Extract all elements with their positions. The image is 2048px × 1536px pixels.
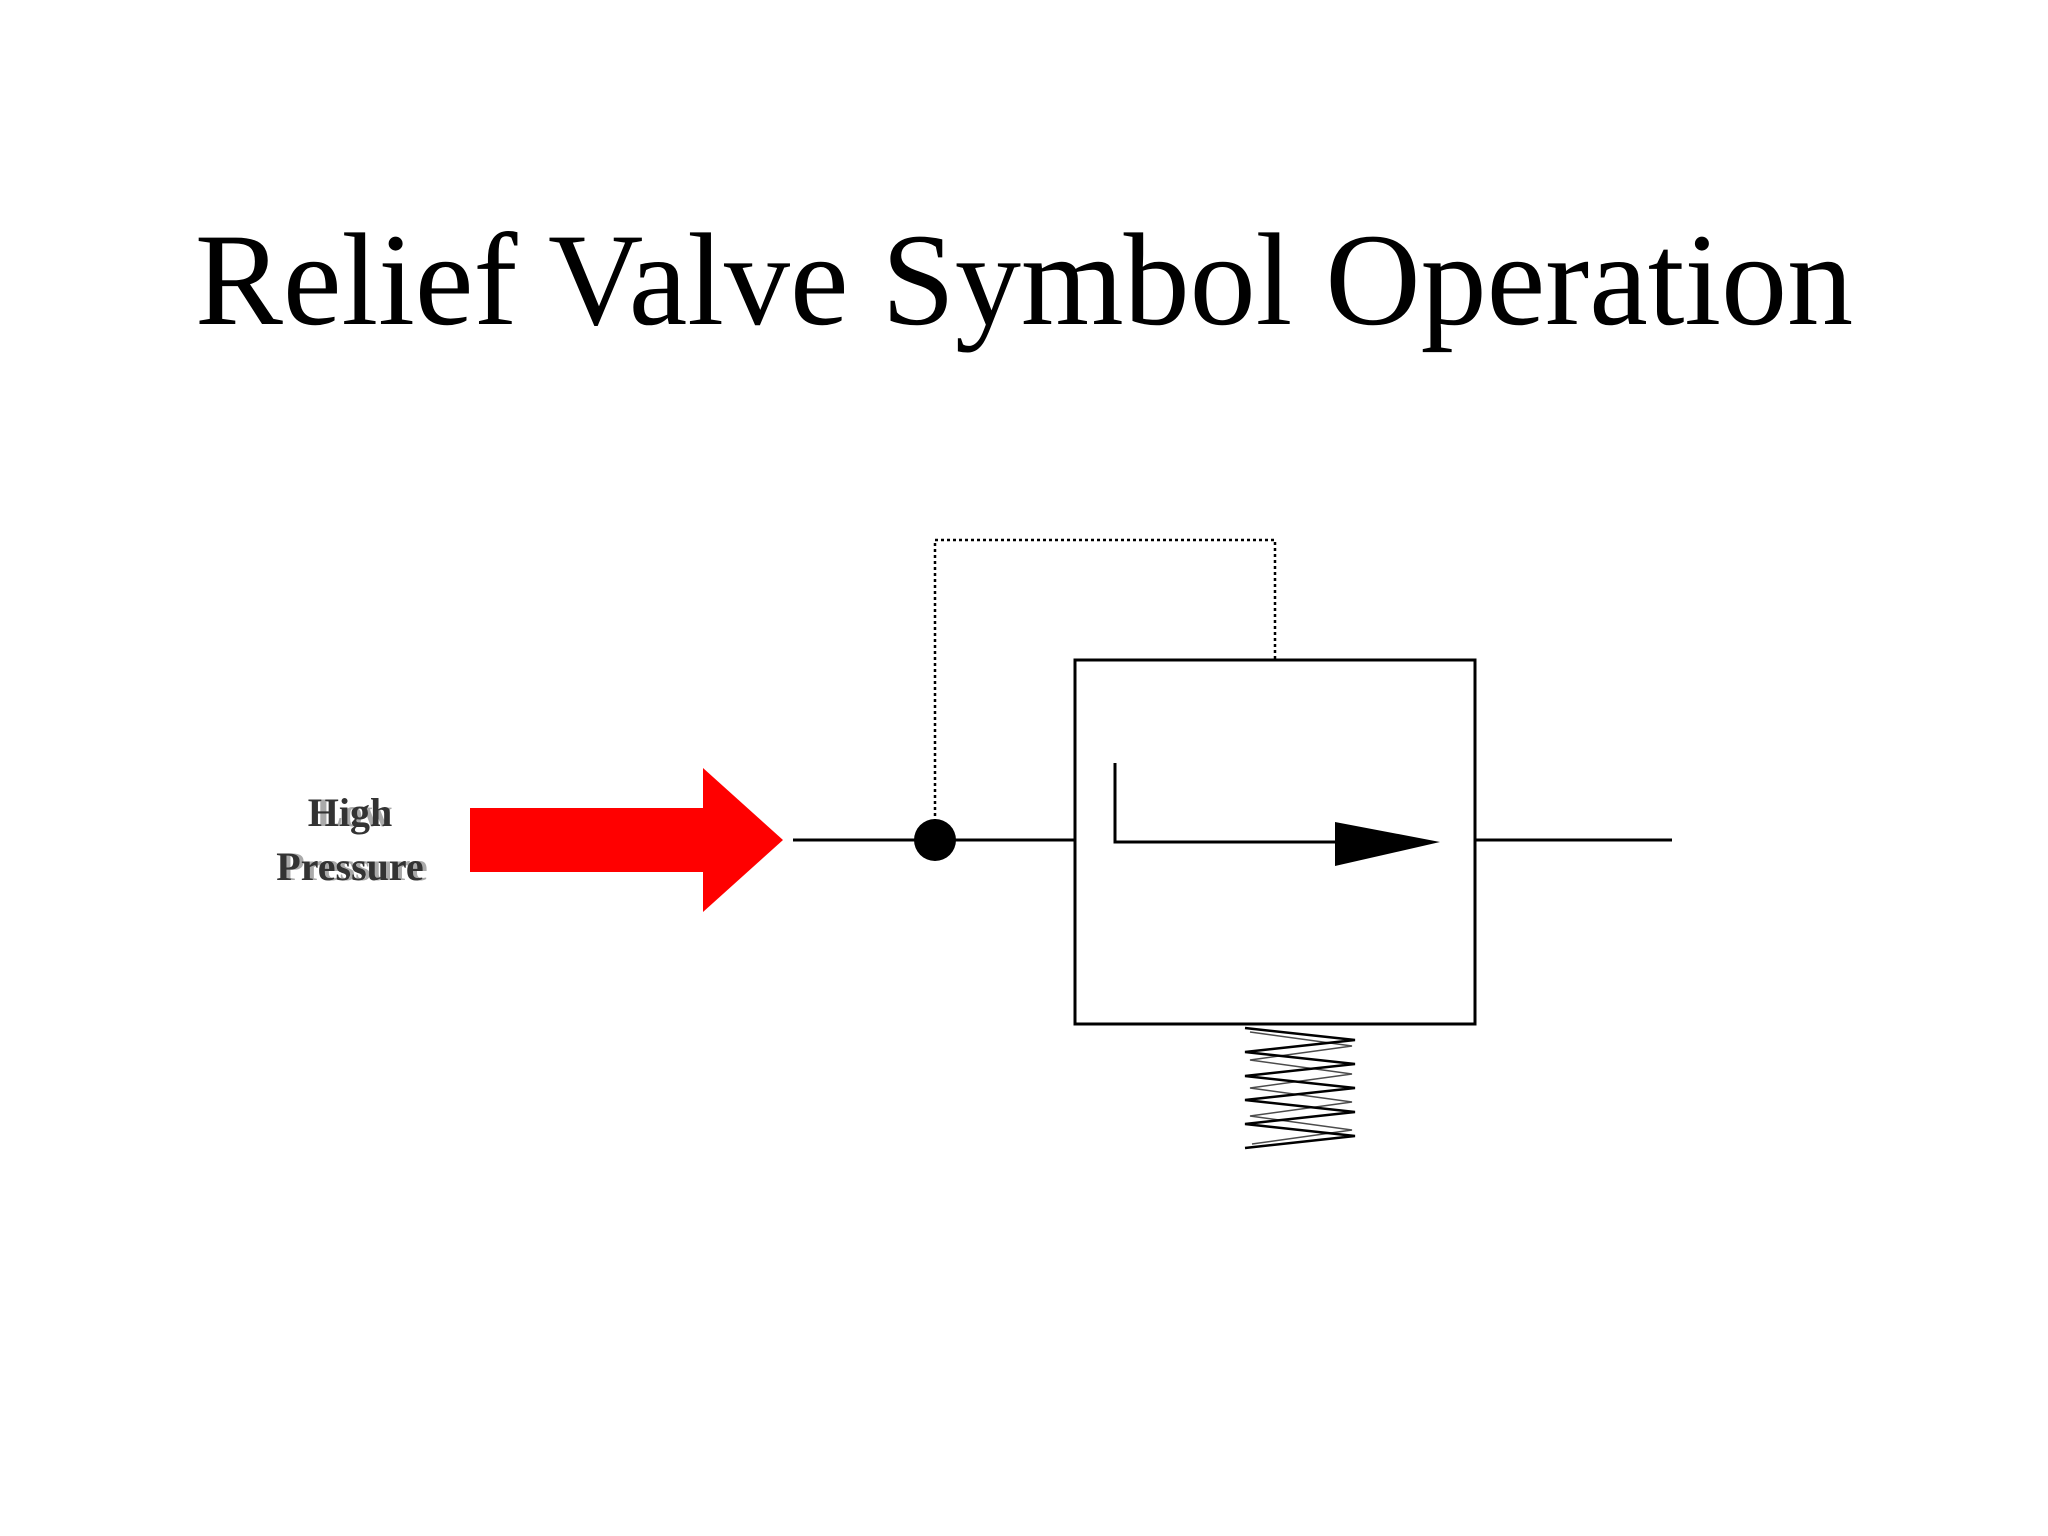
ghost-label-line1: Low xyxy=(316,790,392,835)
pressure-label-ghost: Low Pressure xyxy=(204,786,504,894)
internal-flow-path xyxy=(1113,763,1345,844)
spring xyxy=(1244,1026,1356,1150)
pressure-label-line2: Pressure xyxy=(276,844,424,889)
pressure-label-line1: High xyxy=(307,790,393,835)
spring-ghost xyxy=(1249,1031,1353,1145)
internal-flow-arrowhead xyxy=(1335,822,1440,866)
flow-arrow xyxy=(470,768,783,912)
pilot-line xyxy=(933,538,1277,840)
valve-body xyxy=(1073,658,1477,1026)
ghost-label-line2: Pressure xyxy=(280,844,428,889)
pressure-label: Low Pressure High Pressure xyxy=(200,786,500,894)
slide-title: Relief Valve Symbol Operation xyxy=(194,206,1854,353)
